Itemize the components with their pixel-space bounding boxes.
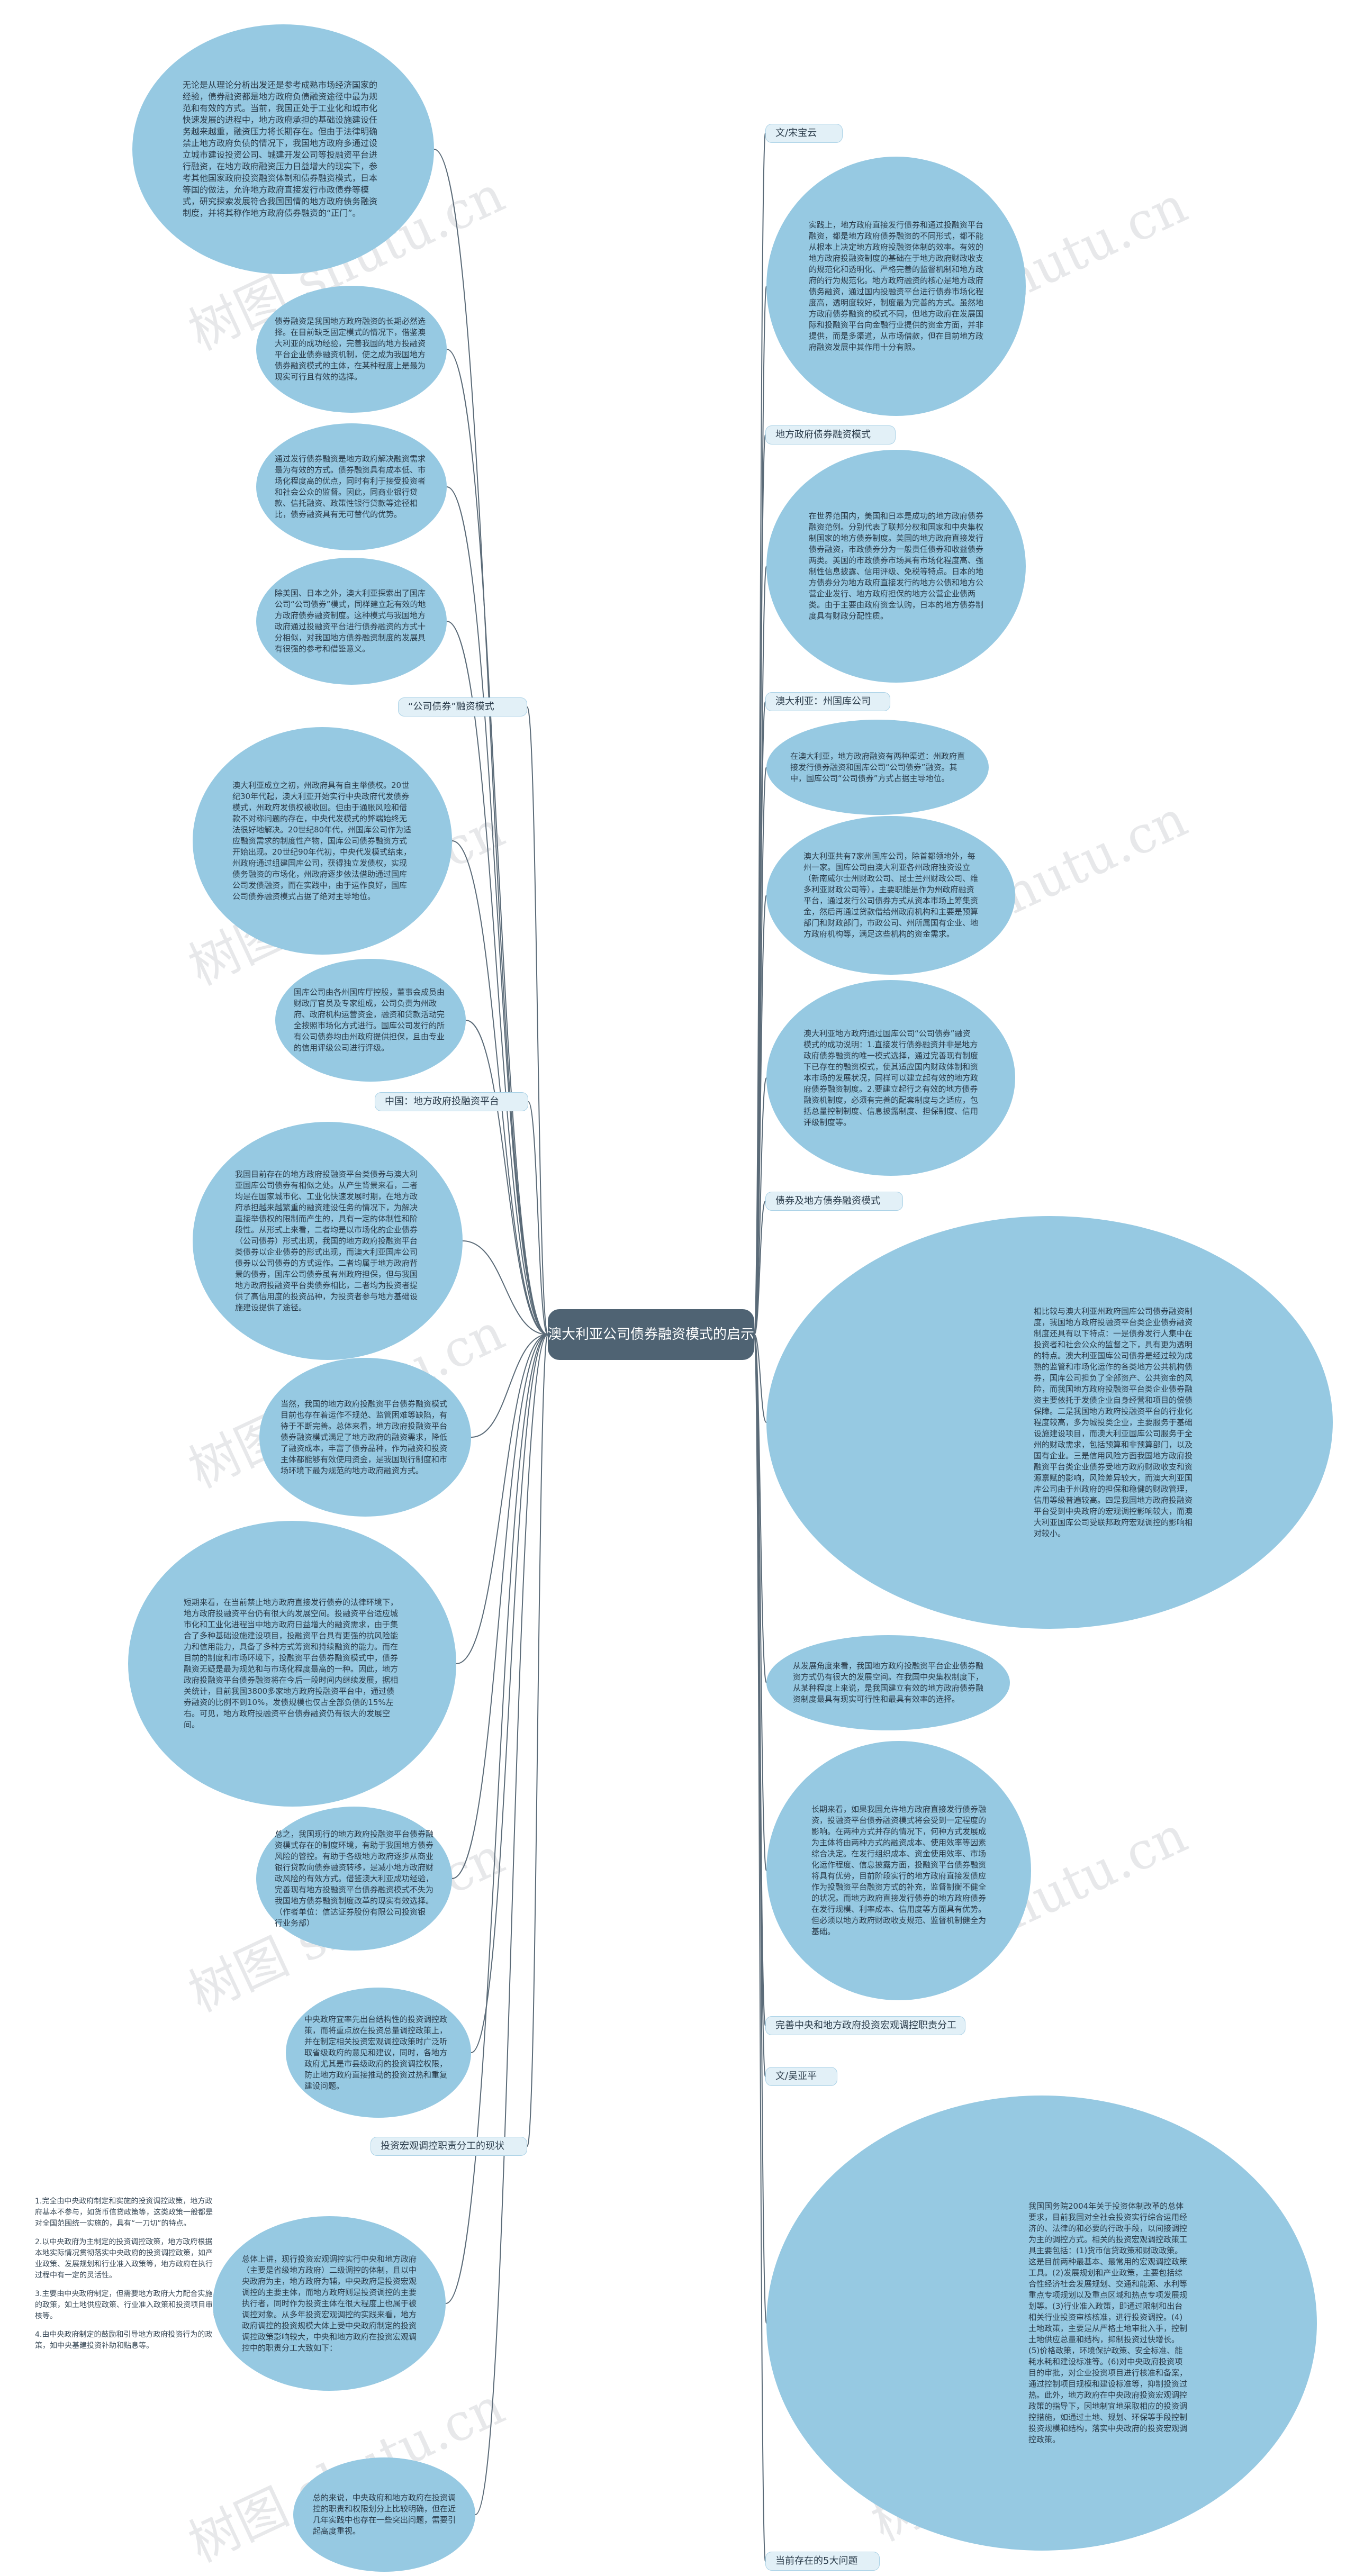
left-bubble-summary[interactable]: 总的来说，中央政府和地方政府在投资调控的职责和权限划分上比较明确，但在近几年实践… <box>293 2457 475 2572</box>
side-note-line: 4.由中央政府制定的鼓励和引导地方政府投资行为的政策，如中央基建投资补助和贴息等… <box>35 2330 213 2350</box>
left-bubble-bond-choice[interactable]: 债券融资是我国地方政府融资的长期必然选择。在目前缺乏固定模式的情况下，借鉴澳大利… <box>256 286 447 413</box>
side-note-line: 1.完全由中央政府制定和实施的投资调控政策，地方政府基本不参与，如货币信贷政策等… <box>35 2197 213 2228</box>
bubble-text: 中央政府宜率先出台结构性的投资调控政策，而将重点放在投资总量调控政策上，并在制定… <box>304 2014 448 2091</box>
bubble-text: 长期来看，如果我国允许地方政府直接发行债券融资，投融资平台债券融资模式将会受到一… <box>811 1804 987 1936</box>
bubble-text: 无论是从理论分析出发还是参考成熟市场经济国家的经验，债券融资都是地方政府负债融资… <box>183 80 378 218</box>
bubble-text: 总体上讲，现行投资宏观调控实行中央和地方政府（主要是省级地方政府）二级调控的体制… <box>242 2254 417 2353</box>
bubble-text: 在澳大利亚，地方政府融资有两种渠道：州政府直接发行债券融资和国库公司“公司债券”… <box>790 751 965 783</box>
bubble-text: 实践上，地方政府直接发行债券和通过投融资平台融资，都是地方政府债券融资的不同形式… <box>809 220 984 352</box>
right-bubble-au-lesson[interactable]: 澳大利亚地方政府通过国库公司“公司债券”融资模式的成功说明：1.直接发行债券融资… <box>766 980 1015 1176</box>
side-note-block: 1.完全由中央政府制定和实施的投资调控政策，地方政府基本不参与，如货币信贷政策等… <box>35 2196 215 2439</box>
right-bubble-au-channels[interactable]: 在澳大利亚，地方政府融资有两种渠道：州政府直接发行债券融资和国库公司“公司债券”… <box>766 720 989 815</box>
connector-right <box>754 1334 767 1423</box>
label-text: 澳大利亚：州国库公司 <box>775 696 871 707</box>
bubble-text: 当然，我国的地方政府投融资平台债券融资模式目前也存在着运作不规范、监管困难等缺陷… <box>281 1399 448 1475</box>
label-china-platform[interactable]: 中国：地方政府投融资平台 <box>375 1092 528 1111</box>
left-bubble-conclusion[interactable]: 总之，我国现行的地方政府投融资平台债券融资模式存在的制度环境，有助于我国地方债券… <box>256 1807 452 1951</box>
connector-left <box>528 1101 548 1335</box>
bubble-text: 在世界范围内，美国和日本是成功的地方政府债券融资范例。分别代表了联邦分权和国家和… <box>809 511 984 621</box>
connector-left <box>465 1020 548 1335</box>
connector-right <box>754 895 767 1335</box>
connector-left <box>527 1334 548 2147</box>
bubble-text: 通过发行债券融资是地方政府解决融资需求最为有效的方式。债券融资具有成本低、市场化… <box>275 454 426 519</box>
right-bubble-policy-tools[interactable]: 我国国务院2004年关于投资体制改革的总体要求，目前我国对全社会投资实行综合运用… <box>766 2096 1317 2551</box>
side-note-line: 3.主要由中央政府制定，但需要地方政府大力配合实施的政策，如土地供应政策、行业准… <box>35 2290 213 2320</box>
connector-right <box>754 1201 766 1335</box>
left-bubble-central-policy[interactable]: 中央政府宜率先出台结构性的投资调控政策，而将重点放在投资总量调控政策上，并在制定… <box>286 1988 471 2118</box>
label-text: 完善中央和地方政府投资宏观调控职责分工 <box>775 2020 956 2031</box>
right-bubble-development[interactable]: 从发展角度来看，我国地方政府投融资平台企业债券融资方式仍有很大的发展空间。在我国… <box>766 1635 1010 1730</box>
bubble-text: 总的来说，中央政府和地方政府在投资调控的职责和权限划分上比较明确，但在近几年实践… <box>313 2493 456 2536</box>
label-corp-bond-mode[interactable]: “公司债券”融资模式 <box>398 697 527 716</box>
left-bubble-similarity[interactable]: 我国目前存在的地方政府投融资平台类债券与澳大利亚国库公司债券有相似之处。从产生背… <box>193 1122 463 1360</box>
label-author-wu[interactable]: 文/吴亚平 <box>765 2067 837 2086</box>
bubble-text: 我国国务院2004年关于投资体制改革的总体要求，目前我国对全社会投资实行综合运用… <box>1028 2201 1188 2444</box>
bubble-text: 澳大利亚地方政府通过国库公司“公司债券”融资模式的成功说明：1.直接发行债券融资… <box>803 1028 979 1127</box>
label-five-problems[interactable]: 当前存在的5大问题 <box>765 2552 880 2571</box>
label-text: 投资宏观调控职责分工的现状 <box>381 2140 504 2152</box>
left-bubble-shortcomings[interactable]: 当然，我国的地方政府投融资平台债券融资模式目前也存在着运作不规范、监管困难等缺陷… <box>259 1358 471 1517</box>
label-bond-vs-local[interactable]: 债券及地方债券融资模式 <box>765 1192 903 1211</box>
connector-left <box>451 840 548 1335</box>
label-text: “公司债券”融资模式 <box>408 701 494 712</box>
connector-left <box>527 706 548 1335</box>
bubble-text: 澳大利亚成立之初，州政府具有自主举债权。20世纪30年代起，澳大利亚开始实行中央… <box>232 780 412 901</box>
connector-left <box>446 349 548 1335</box>
connector-left <box>471 1334 548 2053</box>
label-text: 中国：地方政府投融资平台 <box>385 1096 499 1107</box>
bubble-text: 除美国、日本之外，澳大利亚探索出了国库公司“公司债券”模式，同样建立起有效的地方… <box>275 588 426 654</box>
connector-right <box>754 1334 766 2562</box>
connector-left <box>445 1334 548 2304</box>
connector-right <box>754 434 766 1335</box>
right-bubble-practice[interactable]: 实践上，地方政府直接发行债券和通过投融资平台融资，都是地方政府债券融资的不同形式… <box>766 157 1026 416</box>
label-au-corp[interactable]: 澳大利亚：州国库公司 <box>765 692 890 711</box>
label-author-song[interactable]: 文/宋宝云 <box>765 124 843 143</box>
label-invest-division[interactable]: 投资宏观调控职责分工的现状 <box>371 2137 527 2156</box>
right-bubble-comparison[interactable]: 相比较与澳大利亚州政府国库公司债券融资制度，我国地方政府投融资平台类企业债券融资… <box>766 1216 1333 1629</box>
label-local-bond-mode[interactable]: 地方政府债券融资模式 <box>765 425 896 445</box>
center-topic[interactable]: 澳大利亚公司债券融资模式的启示 <box>548 1309 754 1360</box>
connector-left <box>433 149 548 1335</box>
connector-left <box>446 486 548 1335</box>
right-bubble-au-treasury[interactable]: 澳大利亚共有7家州国库公司，除首都领地外，每州一家。国库公司由澳大利亚各州政府独… <box>766 816 1015 975</box>
connector-left <box>475 1334 548 2515</box>
left-bubble-two-level[interactable]: 总体上讲，现行投资宏观调控实行中央和地方政府（主要是省级地方政府）二级调控的体制… <box>213 2216 446 2391</box>
bubble-text: 澳大利亚共有7家州国库公司，除首都领地外，每州一家。国库公司由澳大利亚各州政府独… <box>803 851 979 939</box>
connector-left <box>456 1334 548 1664</box>
bubble-text: 债券融资是我国地方政府融资的长期必然选择。在目前缺乏固定模式的情况下，借鉴澳大利… <box>275 316 426 382</box>
left-bubble-treasury-control[interactable]: 国库公司由各州国库厅控股，董事会成员由财政厅官员及专家组成，公司负责为州政府、政… <box>275 959 466 1082</box>
connector-left <box>451 1334 548 1879</box>
label-text: 地方政府债券融资模式 <box>775 429 871 440</box>
bubble-text: 国库公司由各州国库厅控股，董事会成员由财政厅官员及专家组成，公司负责为州政府、政… <box>294 987 445 1053</box>
right-bubble-world[interactable]: 在世界范围内，美国和日本是成功的地方政府债券融资范例。分别代表了联邦分权和国家和… <box>766 450 1026 683</box>
bubble-text: 短期来看，在当前禁止地方政府直接发行债券的法律环境下，地方政府投融资平台仍有很大… <box>184 1598 399 1729</box>
connector-left <box>471 1334 548 1438</box>
bubble-text: 我国目前存在的地方政府投融资平台类债券与澳大利亚国库公司债券有相似之处。从产生背… <box>235 1169 418 1312</box>
connector-right <box>754 1334 767 1683</box>
label-text: 文/吴亚平 <box>775 2071 817 2082</box>
bubble-text: 总之，我国现行的地方政府投融资平台债券融资模式存在的制度环境，有助于我国地方债券… <box>275 1829 434 1928</box>
label-perfect-central[interactable]: 完善中央和地方政府投资宏观调控职责分工 <box>765 2016 965 2035</box>
bubble-text: 相比较与澳大利亚州政府国库公司债券融资制度，我国地方政府投融资平台类企业债券融资… <box>1034 1306 1193 1538</box>
label-text: 债券及地方债券融资模式 <box>775 1195 880 1207</box>
left-bubble-bond-advantage[interactable]: 通过发行债券融资是地方政府解决融资需求最为有效的方式。债券融资具有成本低、市场化… <box>256 423 447 550</box>
right-bubble-long-term[interactable]: 长期来看，如果我国允许地方政府直接发行债券融资，投融资平台债券融资模式将会受到一… <box>766 1741 1031 2000</box>
connector-left <box>462 1240 548 1335</box>
connector-left <box>446 621 548 1335</box>
bubble-text: 从发展角度来看，我国地方政府投融资平台企业债券融资方式仍有很大的发展空间。在我国… <box>793 1661 984 1704</box>
label-text: 文/宋宝云 <box>775 128 817 139</box>
side-note-line: 2.以中央政府为主制定的投资调控政策，地方政府根据本地实际情况贯彻落实中央政府的… <box>35 2238 213 2280</box>
left-bubble-au-history[interactable]: 澳大利亚成立之初，州政府具有自主举债权。20世纪30年代起，澳大利亚开始实行中央… <box>193 727 452 955</box>
left-bubble-au-model[interactable]: 除美国、日本之外，澳大利亚探索出了国库公司“公司债券”模式，同样建立起有效的地方… <box>256 558 447 685</box>
label-text: 当前存在的5大问题 <box>775 2555 858 2566</box>
left-bubble-theory[interactable]: 无论是从理论分析出发还是参考成熟市场经济国家的经验，债券融资都是地方政府负债融资… <box>132 24 434 274</box>
left-bubble-short-term[interactable]: 短期来看，在当前禁止地方政府直接发行债券的法律环境下，地方政府投融资平台仍有很大… <box>128 1521 456 1807</box>
center-topic-text: 澳大利亚公司债券融资模式的启示 <box>548 1327 755 1343</box>
